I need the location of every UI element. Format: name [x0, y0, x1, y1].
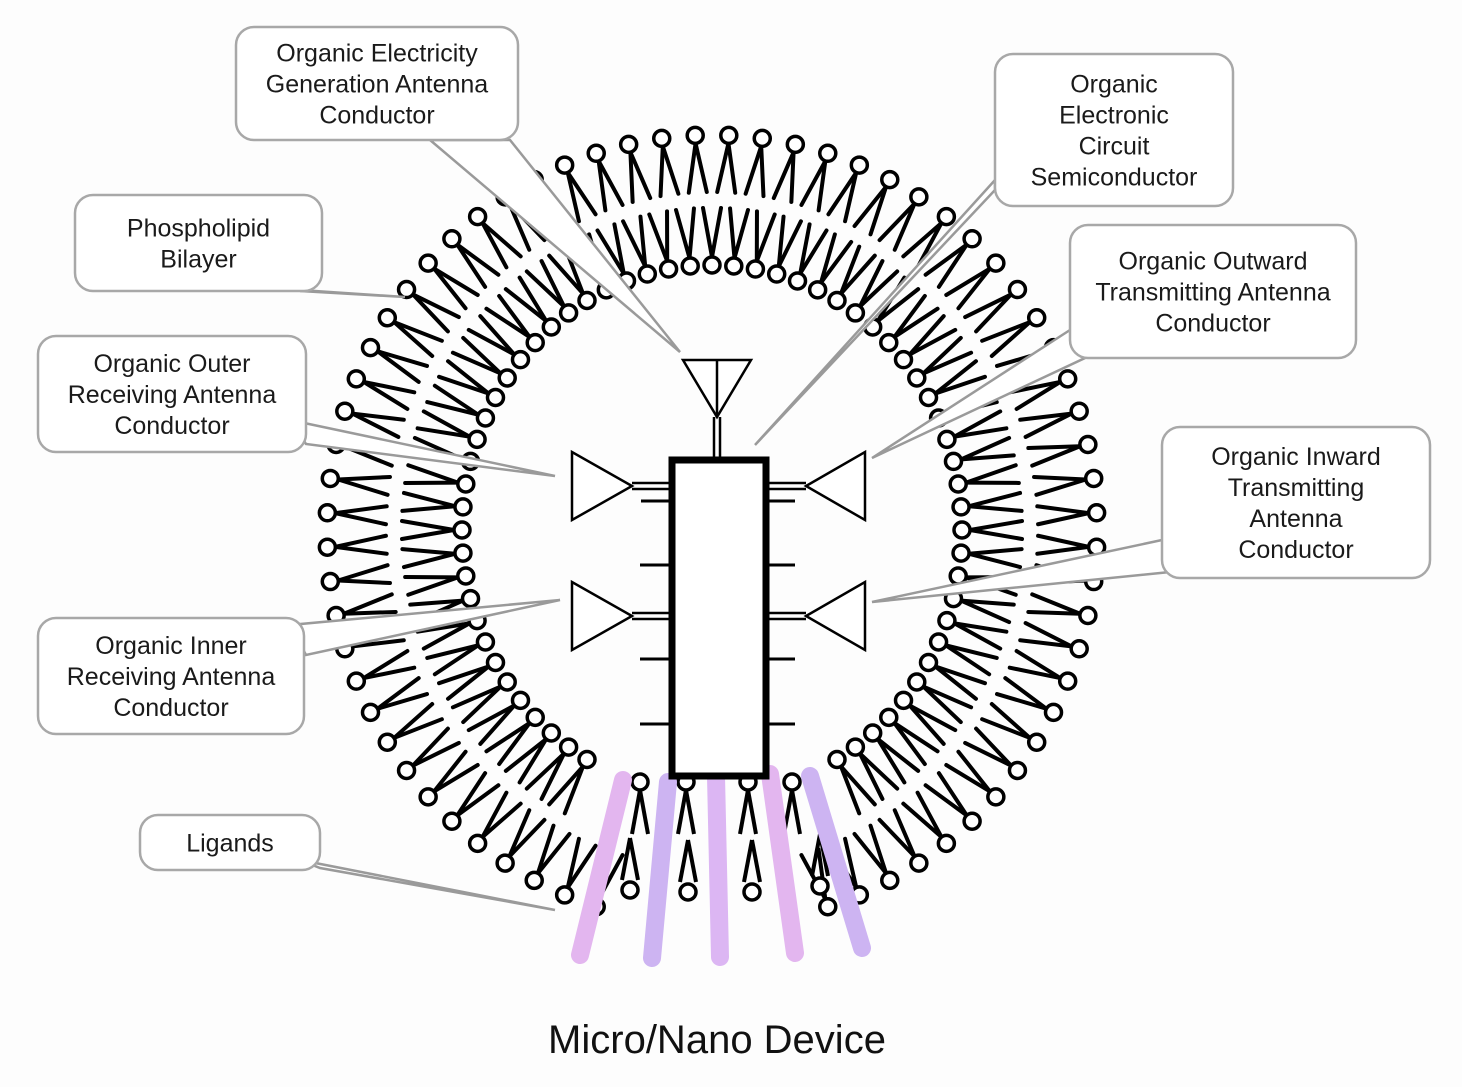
phospholipid	[526, 751, 595, 888]
phospholipid	[379, 310, 515, 386]
phospholipid	[717, 127, 748, 274]
phospholipid	[740, 774, 760, 900]
callout-label: Phospholipid	[127, 215, 270, 243]
callout-label: Organic Electricity	[276, 40, 478, 68]
callout-pointer	[300, 291, 405, 297]
callout-box	[75, 195, 322, 291]
callout-label: Conductor	[319, 102, 434, 130]
callout-label: Organic Outward	[1119, 248, 1308, 276]
phospholipid	[954, 505, 1105, 539]
inward-transmitting-antenna-icon	[769, 582, 865, 650]
callout-label: Generation Antenna	[266, 71, 488, 99]
phospholipid	[769, 136, 804, 282]
inner-receiving-antenna-icon	[572, 582, 669, 650]
callout-label: Ligands	[186, 830, 274, 858]
phospholipid	[322, 545, 471, 589]
phospholipid	[746, 130, 775, 277]
phospholipid	[678, 774, 696, 900]
phospholipid	[829, 172, 898, 309]
diagram-title: Micro/Nano Device	[548, 1018, 886, 1062]
phospholipid	[790, 145, 836, 289]
callout-label: Organic Inward	[1211, 443, 1381, 471]
callout-label: Semiconductor	[1031, 164, 1198, 192]
callout-label: Transmitting Antenna	[1095, 279, 1330, 307]
phospholipid	[687, 127, 721, 273]
phospholipid	[322, 465, 474, 495]
callout-label: Receiving Antenna	[67, 663, 276, 691]
ligand	[652, 782, 668, 958]
outward-transmitting-antenna-icon	[769, 452, 865, 520]
phospholipid	[909, 674, 1045, 750]
phospholipid	[855, 826, 898, 889]
phospholipid	[319, 521, 470, 555]
callout-label: Transmitting	[1228, 474, 1365, 502]
callout-label: Circuit	[1079, 133, 1150, 161]
callout-label: Organic Outer	[93, 350, 250, 378]
phospholipid	[654, 130, 698, 274]
phospholipid	[953, 470, 1102, 514]
ligand	[716, 776, 720, 957]
callout-label: Organic	[1070, 71, 1158, 99]
electricity-generation-antenna-icon	[683, 360, 751, 458]
callout-label: Electronic	[1059, 102, 1169, 130]
callout-pointer	[300, 860, 555, 910]
callout-label: Antenna	[1249, 505, 1342, 533]
callout-label: Conductor	[113, 694, 228, 722]
callout-label: Organic Inner	[95, 632, 246, 660]
outer-receiving-antenna-icon	[572, 452, 669, 520]
callout-label: Conductor	[1155, 310, 1270, 338]
callout-label: Receiving Antenna	[68, 381, 277, 409]
callout-label: Conductor	[114, 412, 229, 440]
callout-label: Bilayer	[160, 246, 236, 274]
phospholipid	[497, 739, 576, 871]
phospholipid	[319, 493, 471, 524]
callout-pointer	[872, 330, 1085, 458]
callout-label: Conductor	[1238, 536, 1353, 564]
phospholipid	[945, 591, 1095, 624]
